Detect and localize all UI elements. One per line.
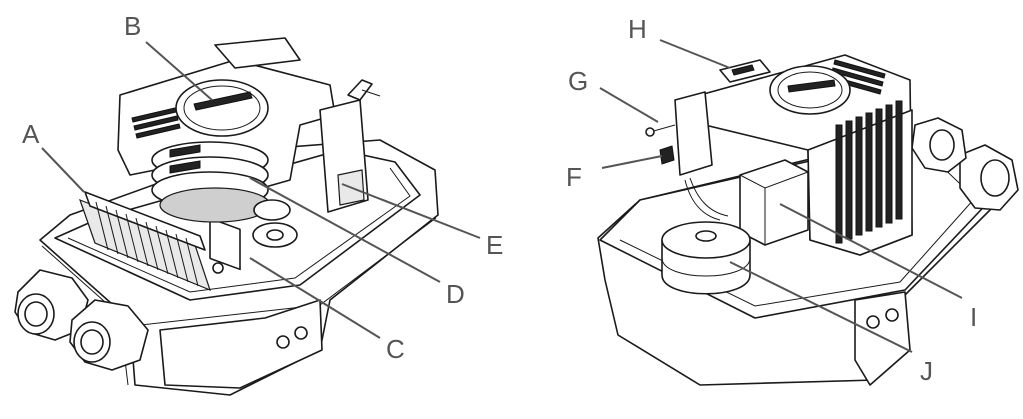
label-j: J <box>920 356 933 386</box>
left-front-panel <box>159 299 323 389</box>
left-cable-gland-1 <box>14 269 89 341</box>
left-vent-slots <box>131 107 181 139</box>
label-d: D <box>446 279 465 309</box>
right-cable-gland-1 <box>959 144 1019 211</box>
right-heat-sink <box>835 100 903 244</box>
right-capacitor-box <box>739 159 809 246</box>
callouts: A B C D E F G H I J <box>22 11 977 386</box>
label-g: G <box>568 66 588 96</box>
label-e: E <box>486 230 503 260</box>
left-actuator-unit <box>14 37 439 396</box>
left-cable-gland-2 <box>69 299 149 371</box>
label-c: C <box>386 334 405 364</box>
left-cam-stack <box>151 141 271 223</box>
label-h: H <box>628 14 647 44</box>
right-motor-cylinder <box>661 221 751 295</box>
right-cable-gland-2 <box>911 117 967 173</box>
right-switch-module <box>645 91 713 176</box>
label-b: B <box>124 11 141 41</box>
left-gear-set <box>252 199 298 248</box>
label-a: A <box>22 119 40 149</box>
right-actuator-unit <box>597 54 1019 386</box>
left-switch-block <box>319 79 381 213</box>
label-f: F <box>566 162 582 192</box>
label-i: I <box>970 302 977 332</box>
right-position-dial <box>769 65 851 115</box>
left-position-dial <box>175 79 269 137</box>
left-terminal-strip <box>79 191 241 292</box>
